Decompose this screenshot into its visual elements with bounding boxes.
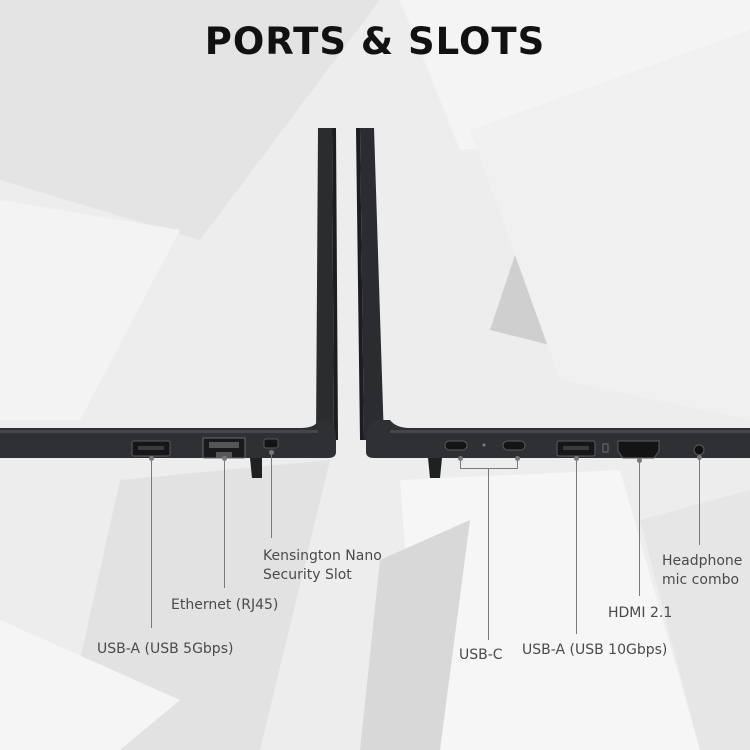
label-usb-a-right: USB-A (USB 10Gbps) <box>522 642 668 658</box>
hdmi-port <box>617 440 660 459</box>
usb-a-left-leader <box>151 458 152 628</box>
label-kensington-2: Security Slot <box>263 567 352 583</box>
label-headphone-1: Headphone <box>662 553 743 569</box>
usb-c-leader-b <box>517 458 518 468</box>
usb-c-port-2 <box>502 440 526 451</box>
label-ethernet: Ethernet (RJ45) <box>171 597 279 613</box>
label-headphone-2: mic combo <box>662 572 740 588</box>
kensington-leader <box>271 452 272 538</box>
usb-c-bracket <box>460 468 518 469</box>
label-usb-a-left: USB-A (USB 5Gbps) <box>97 641 234 657</box>
usb-c-port-1 <box>444 440 468 451</box>
headphone-leader <box>699 457 700 545</box>
usb-c-leader <box>488 468 489 640</box>
ethernet-leader <box>224 458 225 588</box>
label-usb-c: USB-C <box>459 647 503 663</box>
left-laptop <box>0 128 338 478</box>
page-title: PORTS & SLOTS <box>204 20 546 63</box>
usb-c-leader-a <box>460 458 461 468</box>
kensington-slot <box>263 438 279 449</box>
ethernet-port <box>202 437 246 459</box>
right-laptop <box>356 128 750 478</box>
usb-a-right-leader <box>576 458 577 634</box>
label-hdmi: HDMI 2.1 <box>608 605 673 621</box>
headphone-jack <box>693 444 705 456</box>
hdmi-leader <box>639 460 640 596</box>
label-kensington-1: Kensington Nano <box>263 548 382 564</box>
